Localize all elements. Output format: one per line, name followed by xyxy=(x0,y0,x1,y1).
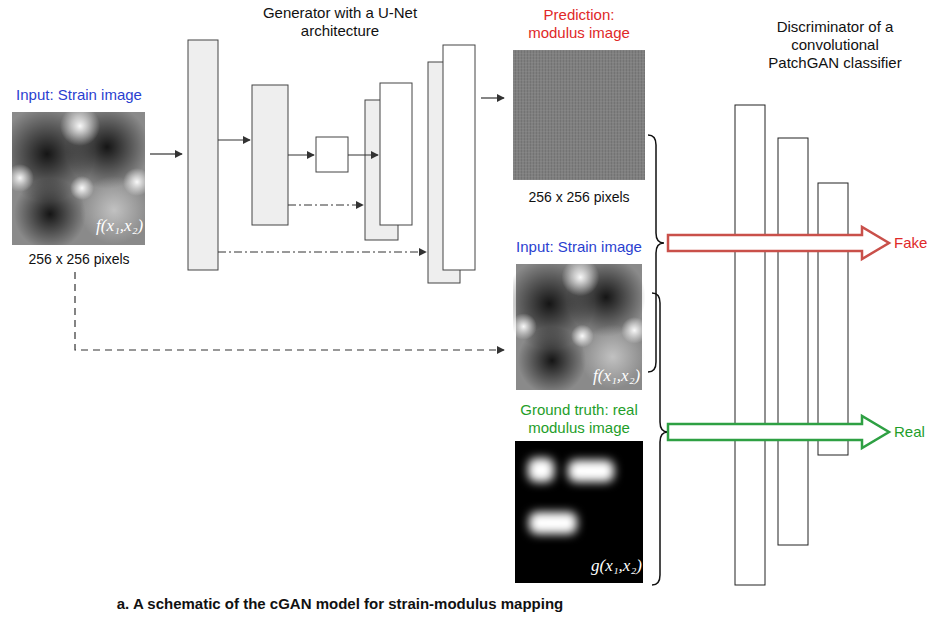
strain-image xyxy=(0,105,151,250)
real-label: Real xyxy=(894,423,925,441)
function-label: f(x₁,x₂) xyxy=(96,217,148,235)
figure-caption: a. A schematic of the cGAN model for str… xyxy=(0,595,680,613)
generator-label: Generator with a U-Net architecture xyxy=(245,4,435,40)
input-image: Input: Strain image f(x₁,x₂) xyxy=(505,222,653,392)
function-label: g(x₁,x₂) xyxy=(591,557,643,575)
input-label: Input: Strain image xyxy=(505,238,653,256)
fake-label: Fake xyxy=(894,234,927,252)
prediction-image: Prediction: modulus image 256 x 256 pixel… xyxy=(505,2,653,207)
flow-arrow xyxy=(481,97,504,98)
discriminator: Discriminator of a convolutional PatchGA… xyxy=(760,18,910,78)
unet-blocks xyxy=(188,40,475,283)
size-label: 256 x 256 pixels xyxy=(8,250,150,268)
bracket xyxy=(648,135,668,585)
flow-arrow xyxy=(150,153,182,154)
ground-truth-label: Ground truth: real modulus image xyxy=(509,401,649,437)
input-label: Input: Strain image xyxy=(8,86,150,104)
ground-truth-image xyxy=(515,441,643,583)
unet-arrows xyxy=(218,140,426,252)
strain-image xyxy=(504,257,648,394)
ground-truth-image: Ground truth: real modulus image g(x₁,x₂) xyxy=(505,397,653,587)
prediction-label: Prediction: modulus image xyxy=(515,6,643,42)
patchgan-blocks xyxy=(735,105,848,585)
generator: Generator with a U-Net architecture xyxy=(183,4,481,289)
function-label: f(x₁,x₂) xyxy=(593,367,645,385)
fake-arrow xyxy=(668,227,889,259)
discriminator-label: Discriminator of a convolutional PatchGA… xyxy=(760,18,910,72)
connectors xyxy=(75,98,504,350)
size-label: 256 x 256 pixels xyxy=(505,188,653,206)
real-arrow xyxy=(668,416,889,448)
predicted-modulus-image xyxy=(513,50,645,180)
input-image: Input: Strain image f(x₁,x₂) 256 x 256 pix… xyxy=(8,72,150,272)
flow-arrow xyxy=(75,272,504,350)
